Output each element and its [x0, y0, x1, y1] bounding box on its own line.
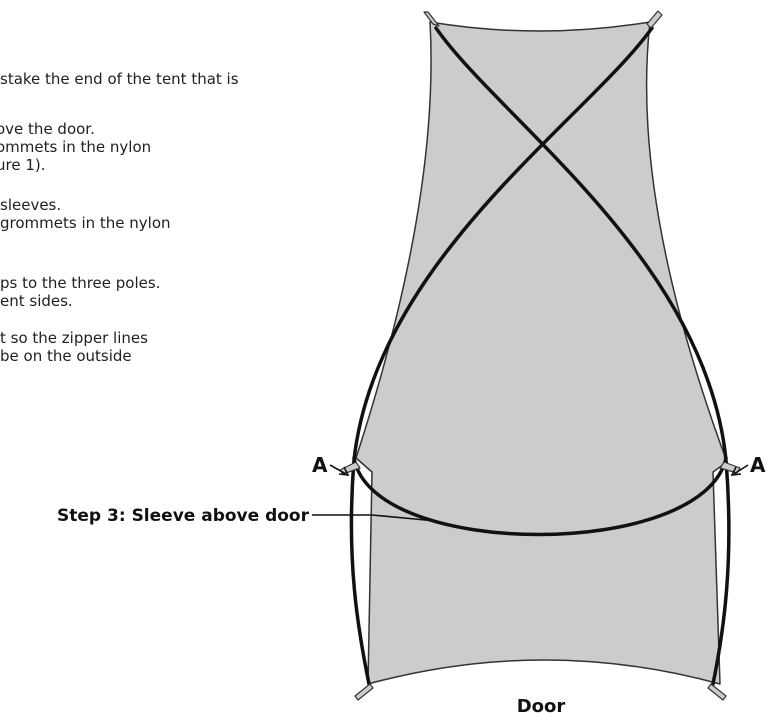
callout-leader-line [312, 514, 437, 522]
step3-callout-label: Step 3: Sleeve above door [57, 506, 310, 526]
door-label: Door [517, 696, 566, 714]
instruction-line: ps to the three poles. [0, 274, 161, 292]
instruction-line: grommets in the nylon [0, 214, 171, 232]
instruction-line: t so the zipper lines [0, 329, 148, 347]
instruction-line: ommets in the nylon [0, 138, 152, 156]
instruction-line: ure 1). [0, 156, 46, 174]
arrow-right-a [733, 464, 749, 475]
instruction-line: ent sides. [0, 292, 73, 310]
instructions-text-block: stake the end of the tent that is ove th… [0, 0, 360, 420]
pole-sleeve-above-door [352, 456, 728, 537]
stake-tab-bottom-right [707, 683, 727, 701]
pole-crossing-left-to-right [434, 26, 731, 686]
arrowhead-left-a [338, 466, 350, 476]
corner-label-a-right: A [750, 453, 766, 477]
corner-label-a-left: A [312, 453, 328, 477]
instruction-line: ove the door. [0, 120, 95, 138]
instruction-line: be on the outside [0, 347, 132, 365]
stake-tab-top-right [646, 10, 663, 29]
stake-tab-bottom-left [354, 683, 374, 701]
pole-crossing-right-to-left [349, 26, 654, 686]
instruction-line: sleeves. [0, 196, 62, 214]
corner-pointer-arrows [329, 464, 749, 476]
stake-tab-top-left [423, 11, 440, 27]
arrowhead-right-a [730, 466, 742, 476]
tent-body-shape [355, 21, 728, 685]
arrow-left-a [329, 464, 347, 475]
instruction-line: stake the end of the tent that is [0, 70, 239, 88]
